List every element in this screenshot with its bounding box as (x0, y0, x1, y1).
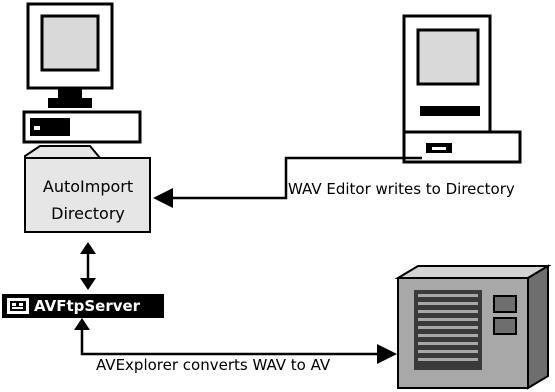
converter-label: AVExplorer converts WAV to AV (96, 356, 331, 374)
server-logo-icon (7, 298, 29, 314)
left-computer-icon (22, 2, 142, 144)
right-computer-icon (402, 14, 522, 164)
server-badge: AVFtpServer (2, 294, 164, 318)
folder-label-line2: Directory (51, 204, 125, 223)
editor-label: WAV Editor writes to Directory (288, 180, 515, 198)
folder-label-line1: AutoImport (43, 177, 133, 196)
editor-to-folder-arrow (153, 156, 422, 208)
folder-icon (24, 145, 151, 233)
server-to-device-arrow (80, 324, 397, 364)
av-hardware-device-icon (394, 264, 552, 390)
server-label: AVFtpServer (34, 297, 141, 315)
